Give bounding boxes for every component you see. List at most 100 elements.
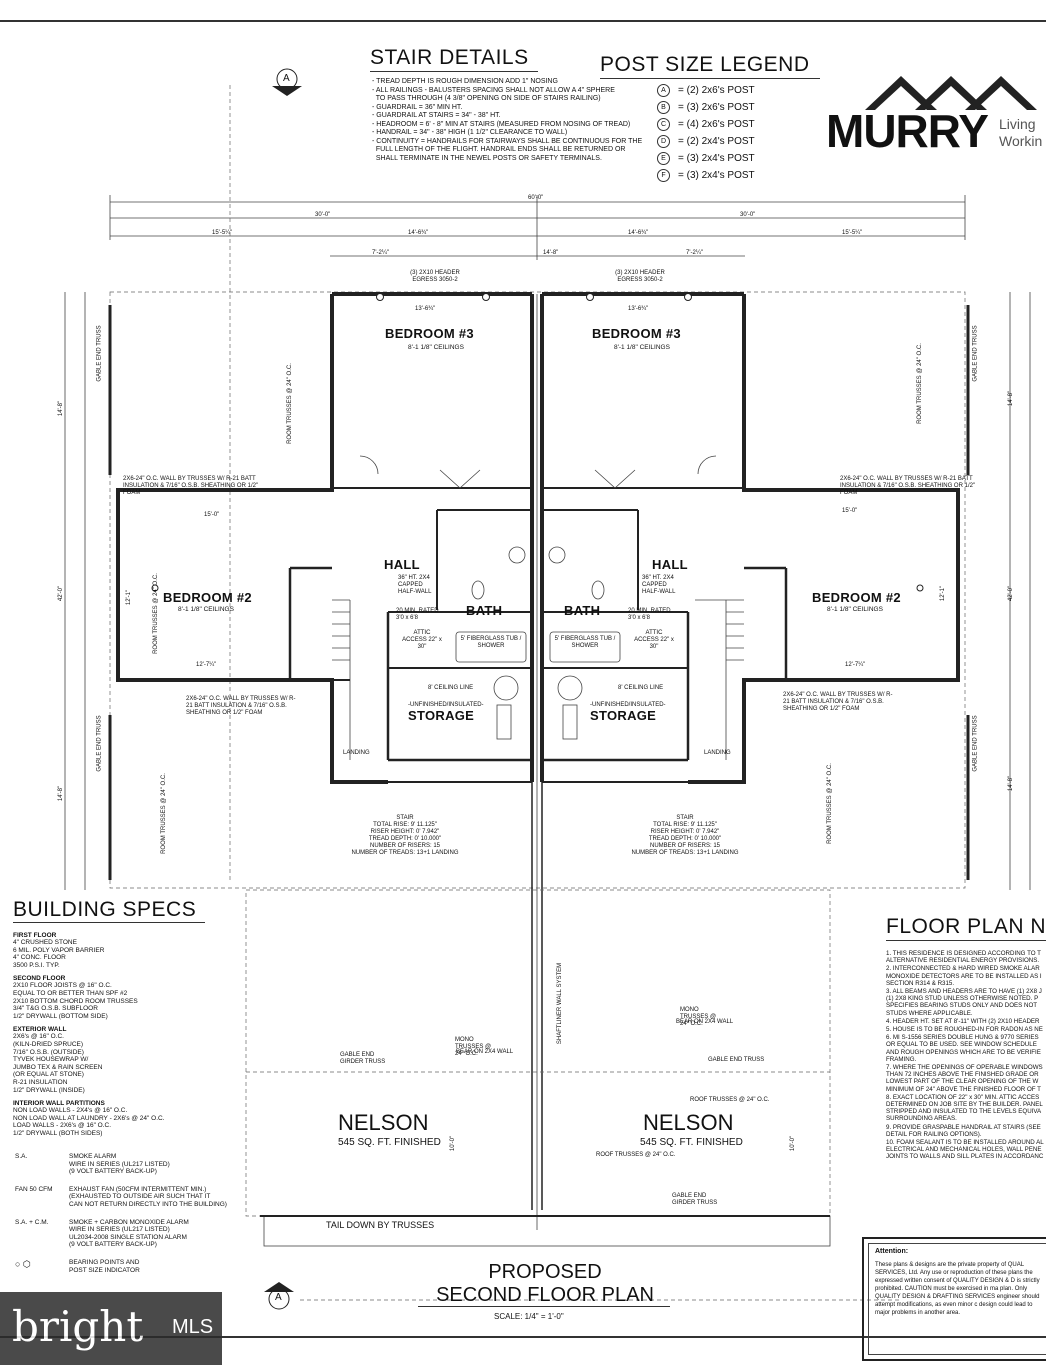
mono-trusses-left: MONO TRUSSES @ 24" O.C. [455, 1037, 492, 1057]
bedroom2-right: BEDROOM #2 [812, 590, 901, 605]
stair-note: - TREAD DEPTH IS ROUGH DIMENSION ADD 1" … [372, 78, 558, 85]
storage-left-sub: -UNFINISHED/INSULATED- [408, 702, 484, 708]
dim-br2-depth-right: 12'-1" [940, 585, 947, 602]
floor-notes-title: FLOOR PLAN N [886, 915, 1046, 938]
symbol-line: WIRE IN SERIES (UL217 LISTED) [69, 1160, 170, 1168]
attention-box: Attention: These plans & designs are the… [862, 1237, 1046, 1361]
symbol-line: BEARING POINTS AND [69, 1258, 140, 1266]
attention-title: Attention: [875, 1248, 909, 1255]
floor-note: 2. INTERCONNECTED & HARD WIRED SMOKE ALA… [886, 965, 1042, 987]
dim-br2-depth-left: 12'-1" [126, 589, 133, 606]
legend-label: = (3) 2x6's POST [678, 102, 755, 113]
gable-truss-left-top: GABLE END TRUSS [96, 325, 103, 382]
section-marker-top-label: A [283, 73, 290, 84]
stair-spec-line: STAIR [396, 815, 414, 821]
dim-side-mid-left: 42'-0" [58, 585, 65, 602]
floor-note: 10. FOAM SEALANT IS TO BE INSTALLED AROU… [886, 1139, 1044, 1161]
dim-side-mid-right: 42'-0" [1008, 585, 1015, 602]
logo-name: MURRY [826, 105, 989, 157]
room-trusses-right-bot: ROOM TRUSSES @ 24" O.C. [826, 763, 833, 844]
post-legend-title: POST SIZE LEGEND [600, 53, 810, 76]
spec-line: R-21 INSULATION [13, 1078, 68, 1086]
stair-spec-line: RISER HEIGHT: 0' 7.942" [370, 829, 440, 835]
spec-line: 4" CRUSHED STONE [13, 939, 77, 946]
gable-truss-right-bot: GABLE END TRUSS [972, 715, 979, 772]
bath-left: BATH [466, 603, 503, 618]
post-legend-underline [600, 78, 820, 79]
dim-side-bot-right: 14'-8" [1008, 775, 1015, 792]
legend-key: E [657, 152, 670, 165]
symbol-desc: SMOKE + CARBON MONOXIDE ALARM WIRE IN SE… [69, 1219, 189, 1249]
dim-br3-width-left: 13'-6¾" [415, 306, 436, 312]
legend-row: D= (2) 2x4's POST [657, 133, 755, 150]
floor-notes-underline [886, 940, 1046, 941]
stair-spec-line: TREAD DEPTH: 0' 10.000" [648, 836, 722, 842]
symbol-line: WIRE IN SERIES (UL217 LISTED) [69, 1226, 170, 1234]
stair-spec-left: STAIR TOTAL RISE: 9' 11.125" RISER HEIGH… [350, 815, 460, 857]
spec-heading: INTERIOR WALL PARTITIONS [13, 1100, 105, 1108]
bedroom3-right-ceiling: 8'-1 1/8" CEILINGS [614, 344, 670, 351]
wall-note-lower-left: 2X6-24" O.C. WALL BY TRUSSES W/ R-21 BAT… [186, 696, 296, 716]
floor-note: 7. WHERE THE OPENINGS OF OPERABLE WINDOW… [886, 1064, 1043, 1093]
legend-key: A [657, 84, 670, 97]
bear-right: BEAR ON 2X4 WALL [676, 1019, 734, 1025]
smoke-co-alarm-icon: S.A. + C.M. [15, 1218, 49, 1226]
symbol-row: S.A. SMOKE ALARM WIRE IN SERIES (UL217 L… [15, 1153, 245, 1176]
legend-key: D [657, 135, 670, 148]
roof-trusses-right-bot: ROOF TRUSSES @ 24" O.C. [596, 1152, 676, 1158]
gable-end-truss: GABLE END TRUSS [708, 1057, 765, 1063]
floor-note: 5. HOUSE IS TO BE ROUGHED-IN FOR RADON A… [886, 1026, 1043, 1034]
gable-girder-right: GABLE END GIRDER TRUSS [672, 1193, 718, 1206]
spec-heading: SECOND FLOOR [13, 975, 66, 983]
spec-line: TYVEK HOUSEWRAP W/ [13, 1056, 89, 1064]
legend-row: F = (3) 2x4's POST [657, 167, 755, 184]
exhaust-fan-icon: FAN 50 CFM [15, 1185, 53, 1193]
dim-side-top-left: 14'-8" [58, 400, 65, 417]
stair-spec-line: TOTAL RISE: 9' 11.125" [373, 822, 437, 828]
bedroom2-left: BEDROOM #2 [163, 590, 252, 605]
stair-note: TO PASS THROUGH (4 3/8" OPENING ON SIDE … [372, 95, 601, 102]
stair-spec-line: RISER HEIGHT: 0' 7.942" [650, 829, 720, 835]
dim-half-left: 30'-0" [315, 212, 331, 218]
stair-spec-line: STAIR [676, 815, 694, 821]
dim-br2-width-left: 15'-0" [204, 512, 220, 518]
legend-key: F [657, 169, 670, 182]
dim-half-right: 30'-0" [740, 212, 756, 218]
gable-truss-left-bot: GABLE END TRUSS [96, 715, 103, 772]
shaftliner-label: SHAFTLINER WALL SYSTEM [557, 962, 564, 1045]
plan-title-line2: SECOND FLOOR PLAN [436, 1284, 654, 1306]
floor-notes-list: 1. THIS RESIDENCE IS DESIGNED ACCORDING … [886, 950, 1046, 1162]
legend-label: = (3) 2x4's POST [678, 170, 755, 181]
dim-1: 15'-5¼" [212, 230, 233, 236]
attention-inner: Attention: These plans & designs are the… [868, 1243, 1046, 1355]
garage-name-right: NELSON [643, 1110, 734, 1135]
room-trusses-left-top: ROOM TRUSSES @ 24" O.C. [286, 363, 293, 444]
legend-label: = (2) 2x6's POST [678, 85, 755, 96]
ceiling-line-left: 8' CEILING LINE [428, 685, 474, 691]
tub-right: 5' FIBERGLASS TUB / SHOWER [554, 636, 616, 649]
spec-line: 4" CONC. FLOOR [13, 954, 66, 962]
dim-br2-width-right: 15'-0" [842, 508, 858, 514]
garage-depth-right: 10'-0" [790, 1135, 797, 1152]
symbol-line: CAN NOT RETURN DIRECTLY INTO THE BUILDIN… [69, 1200, 227, 1208]
spec-line: NON LOAD WALLS - 2X4's @ 16" O.C. [13, 1107, 128, 1115]
mono-trusses-right: MONO TRUSSES @ 24" O.C. [680, 1007, 717, 1027]
storage-right-sub: -UNFINISHED/INSULATED- [590, 702, 666, 708]
symbol-line: (EXHAUSTED TO OUTSIDE AIR SUCH THAT IT [69, 1193, 211, 1201]
symbol-line: SMOKE + CARBON MONOXIDE ALARM [69, 1218, 189, 1226]
floor-note: 4. HEADER HT. SET AT 8'-11" WITH (2) 2X1… [886, 1017, 1040, 1025]
hall-left: HALL [384, 557, 420, 572]
section-marker-top [272, 68, 302, 96]
bedroom2-left-ceiling: 8'-1 1/8" CEILINGS [178, 606, 234, 613]
symbol-line: (9 VOLT BATTERY BACK-UP) [69, 1241, 157, 1249]
stair-spec-line: NUMBER OF RISERS: 15 [649, 843, 720, 849]
storage-right: STORAGE [590, 708, 657, 723]
section-marker-bottom [264, 1282, 294, 1310]
roof-trusses-right-top: ROOF TRUSSES @ 24" O.C. [690, 1097, 770, 1103]
floor-note: 3. ALL BEAMS AND HEADERS ARE TO HAVE (1)… [886, 988, 1042, 1017]
plan-title-line1: PROPOSED [488, 1261, 602, 1283]
stair-details-title: STAIR DETAILS [370, 46, 529, 69]
symbol-desc: EXHAUST FAN (50CFM INTERMITTENT MIN.) (E… [69, 1186, 227, 1209]
spec-line: 1/2" DRYWALL (BOTH SIDES) [13, 1129, 103, 1137]
